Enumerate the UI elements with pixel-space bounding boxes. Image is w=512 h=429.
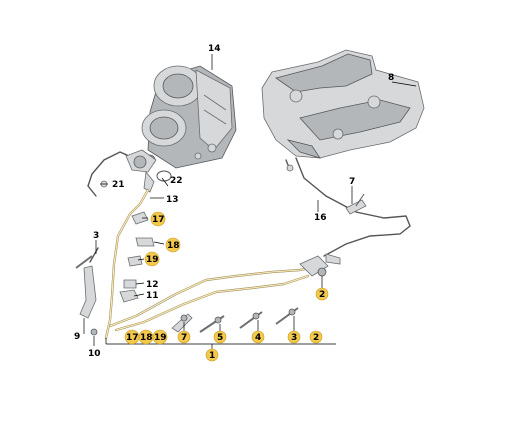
main-pipe-system (104, 188, 312, 340)
badge-4: 4 (251, 330, 265, 344)
part-9-bracket (79, 247, 99, 319)
callout-13: 13 (166, 195, 179, 205)
callout-8: 8 (388, 73, 394, 83)
part-7-bracket-upper (345, 193, 367, 215)
badge-2-lower: 2 (309, 330, 323, 344)
part-19-clamp-upper (127, 255, 143, 267)
callout-9: 9 (74, 332, 80, 342)
svg-text:17: 17 (126, 333, 139, 343)
part-13-dosing-valve-assembly (87, 149, 172, 197)
svg-text:11: 11 (146, 291, 159, 301)
svg-text:3: 3 (291, 333, 297, 343)
badge-17-lower: 17 (124, 329, 140, 345)
callout-7-upper: 7 (349, 177, 355, 187)
svg-text:21: 21 (112, 180, 125, 190)
svg-text:9: 9 (74, 332, 80, 342)
part-16-hose (285, 157, 411, 257)
part-10-nut (90, 328, 98, 336)
svg-text:17: 17 (152, 215, 165, 225)
small-part-7 (171, 313, 193, 333)
svg-text:14: 14 (208, 44, 221, 54)
svg-text:8: 8 (388, 73, 394, 83)
part-12-clip (123, 279, 137, 289)
badge-3-lower: 3 (287, 330, 301, 344)
callout-21: 21 (112, 180, 125, 190)
svg-text:19: 19 (146, 255, 159, 265)
callout-11: 11 (146, 291, 159, 301)
small-part-5 (199, 315, 225, 333)
svg-text:19: 19 (154, 333, 167, 343)
badge-2-upper: 2 (315, 287, 329, 301)
svg-text:2: 2 (313, 333, 319, 343)
badge-18-lower: 18 (138, 329, 154, 345)
svg-text:3: 3 (93, 231, 99, 241)
callout-12: 12 (146, 280, 159, 290)
svg-text:7: 7 (349, 177, 355, 187)
svg-text:13: 13 (166, 195, 179, 205)
badge-19-lower: 19 (152, 329, 168, 345)
small-part-3 (275, 307, 299, 325)
svg-text:18: 18 (140, 333, 153, 343)
callout-16: 16 (314, 213, 327, 223)
svg-text:12: 12 (146, 280, 159, 290)
callout-22: 22 (170, 176, 183, 186)
part-17-sensor-upper (131, 211, 149, 225)
badge-1: 1 (205, 348, 219, 362)
svg-text:10: 10 (88, 349, 101, 359)
svg-text:7: 7 (181, 333, 187, 343)
svg-text:22: 22 (170, 176, 183, 186)
callout-3-left: 3 (93, 231, 99, 241)
svg-text:4: 4 (255, 333, 261, 343)
svg-text:1: 1 (209, 351, 215, 361)
part-18-clip-upper (135, 237, 155, 247)
part-14-particulate-filter (141, 65, 237, 169)
badge-7-lower: 7 (177, 330, 191, 344)
badge-18-upper: 18 (165, 237, 181, 253)
callout-10: 10 (88, 349, 101, 359)
part-8-reducing-agent-tank (261, 49, 425, 159)
badge-19-upper: 19 (144, 251, 160, 267)
callout-14: 14 (208, 44, 221, 54)
svg-text:18: 18 (167, 241, 180, 251)
svg-text:5: 5 (217, 333, 223, 343)
part-11-clamp (119, 289, 139, 303)
badge-17-upper: 17 (150, 211, 166, 227)
small-part-4 (239, 311, 263, 329)
part-3-bolt-left (75, 255, 93, 269)
badge-5: 5 (213, 330, 227, 344)
svg-text:16: 16 (314, 213, 327, 223)
svg-text:2: 2 (319, 290, 325, 300)
part-2-connector-upper (299, 253, 341, 277)
